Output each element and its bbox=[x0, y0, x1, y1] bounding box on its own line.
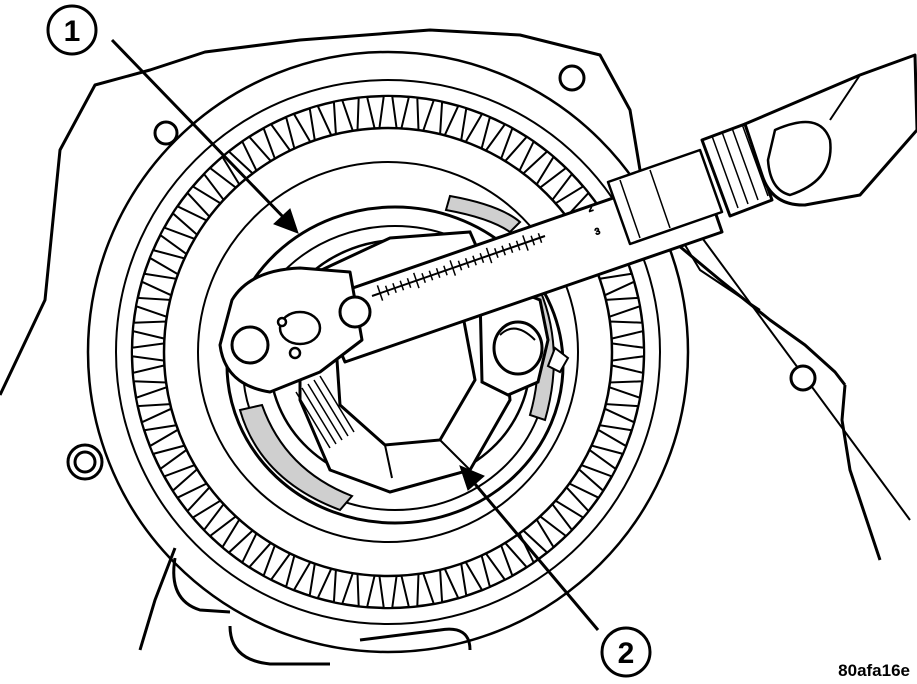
callout-1: 1 bbox=[46, 4, 98, 56]
scale-tick bbox=[435, 268, 441, 279]
handle-grip-detail bbox=[766, 120, 832, 197]
figure-code: 80afa16e bbox=[838, 661, 910, 680]
callout-1-label: 1 bbox=[64, 15, 81, 48]
bolt-hole-top-left bbox=[153, 120, 179, 146]
scale-tick bbox=[443, 265, 448, 276]
torque-wrench: 2 3 4 bbox=[218, 53, 917, 394]
bolt-head bbox=[478, 286, 570, 397]
clutch-pack-top bbox=[444, 194, 522, 234]
scale-tick bbox=[508, 243, 514, 254]
housing-outline bbox=[0, 28, 847, 396]
scale-tick bbox=[515, 240, 521, 251]
wrench-scale-line bbox=[371, 235, 546, 297]
flange-rings bbox=[86, 50, 690, 654]
housing-flange-right bbox=[840, 384, 882, 561]
housing-lower-edge bbox=[138, 547, 177, 651]
clutch-pack-left bbox=[238, 403, 354, 512]
scale-tick bbox=[530, 235, 536, 246]
svg-text:2: 2 bbox=[586, 203, 594, 214]
wrench-pivot-hole bbox=[338, 295, 372, 329]
scale-tick bbox=[501, 245, 507, 256]
bolt-hole-top-right bbox=[558, 64, 586, 92]
flange-ring-outer bbox=[86, 50, 690, 654]
wrench-collar bbox=[606, 148, 724, 246]
scale-tick bbox=[449, 260, 457, 276]
scale-tick bbox=[421, 273, 427, 284]
bolt-hole-left bbox=[66, 443, 104, 481]
bolt-hole-right bbox=[789, 364, 817, 392]
leader-line-2 bbox=[468, 477, 600, 631]
bolt-holes bbox=[66, 64, 817, 481]
wrench-scale-ticks bbox=[376, 233, 543, 301]
callout-2: 2 bbox=[600, 626, 652, 678]
leader-lines bbox=[110, 38, 600, 631]
scale-tick bbox=[472, 255, 477, 266]
housing-slots bbox=[172, 557, 472, 666]
grip-knurl bbox=[711, 123, 769, 209]
wrench-grip-ring bbox=[700, 122, 774, 218]
scale-tick bbox=[522, 235, 529, 251]
callout-2-label: 2 bbox=[618, 637, 635, 670]
slot-lower-mid bbox=[228, 625, 330, 666]
slot-lower-left bbox=[172, 557, 231, 614]
scale-tick bbox=[406, 278, 412, 289]
scale-tick bbox=[412, 272, 420, 289]
spring-coil bbox=[295, 375, 355, 449]
scale-tick bbox=[537, 233, 543, 244]
scale-tick bbox=[493, 248, 499, 259]
scale-tick bbox=[399, 280, 405, 291]
handle-edge bbox=[829, 74, 861, 121]
ratchet-selector bbox=[276, 310, 322, 360]
slot-lower-right bbox=[359, 627, 472, 651]
scale-tick bbox=[376, 285, 384, 301]
gear-inner-ring bbox=[197, 161, 579, 543]
scale-tick bbox=[485, 247, 493, 264]
wrench-handle bbox=[743, 53, 917, 207]
leader-line-1 bbox=[110, 38, 290, 224]
collar-lines bbox=[619, 169, 671, 239]
scale-tick bbox=[479, 253, 485, 264]
fixture-hex-detail bbox=[384, 439, 471, 479]
svg-text:3: 3 bbox=[593, 226, 601, 237]
scale-tick bbox=[392, 283, 397, 294]
leader-arrowhead-2 bbox=[459, 465, 485, 491]
scale-tick bbox=[457, 260, 463, 271]
scale-tick bbox=[428, 270, 434, 281]
scale-tick bbox=[384, 285, 390, 296]
flange-ring-mid bbox=[115, 79, 661, 625]
ratchet-drive-hole bbox=[230, 325, 270, 365]
scale-tick bbox=[464, 258, 470, 269]
leader-arrowhead-1 bbox=[273, 208, 299, 234]
